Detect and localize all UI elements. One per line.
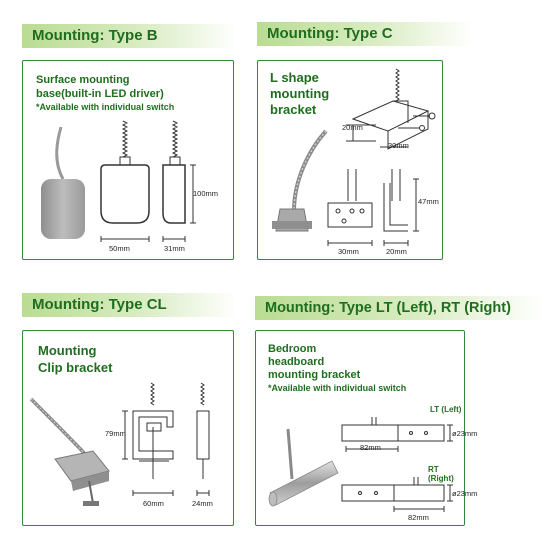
type-c-dim-47: 47mm	[418, 197, 439, 206]
type-rt-dim-length: 82mm	[408, 513, 429, 522]
type-c-header: Mounting: Type C	[257, 22, 472, 46]
type-cl-drawing	[122, 382, 210, 496]
type-cl-dim-depth: 24mm	[192, 499, 213, 508]
type-b-header: Mounting: Type B	[22, 24, 237, 48]
type-b-panel: Surface mounting base(built-in LED drive…	[22, 60, 234, 260]
type-c-title-line1: L shape	[270, 70, 319, 85]
type-cl-dim-width: 60mm	[143, 499, 164, 508]
type-b-dim-depth: 31mm	[164, 244, 185, 253]
type-cl-title-line1: Mounting	[38, 343, 97, 358]
type-b-dim-height: 100mm	[193, 189, 219, 198]
type-lt-dim-length: 82mm	[360, 443, 381, 452]
type-b-title-line1: Surface mounting	[36, 74, 130, 86]
type-c-title-line2: mounting	[270, 86, 330, 101]
type-cl-product-image	[29, 397, 110, 506]
type-b-title-line2: base(built-in LED driver)	[36, 88, 164, 100]
type-lt-rt-header: Mounting: Type LT (Left), RT (Right)	[255, 296, 545, 320]
type-lt-title-line3: mounting bracket	[268, 369, 361, 381]
type-cl-dim-height: 79mm	[105, 429, 126, 438]
type-lt-left-label: LT (Left)	[430, 405, 462, 414]
type-rt-right-label: RT (Right)	[428, 465, 454, 483]
type-lt-title-line2: headboard	[268, 356, 325, 368]
type-b-product-image	[41, 126, 85, 239]
type-cl-panel: Mounting Clip bracket	[22, 330, 234, 526]
type-cl-header: Mounting: Type CL	[22, 293, 237, 317]
type-c-dim-30b: 30mm	[338, 247, 359, 256]
type-c-dim-20b: 20mm	[386, 247, 407, 256]
type-cl-title-line2: Clip bracket	[38, 360, 113, 375]
type-lt-title-line1: Bedroom	[268, 343, 317, 355]
type-c-drawing	[272, 68, 436, 246]
type-c-dim-30a: 30mm	[388, 141, 409, 150]
type-rt-dim-diameter: ø23mm	[452, 489, 478, 498]
type-b-note: *Available with individual switch	[36, 102, 175, 112]
type-c-panel: L shape mounting bracket	[257, 60, 443, 260]
type-c-dim-20a: 20mm	[342, 123, 363, 132]
type-b-drawing	[100, 120, 196, 242]
type-lt-rt-panel: Bedroom headboard mounting bracket *Avai…	[255, 330, 477, 526]
type-lt-product-image	[268, 428, 339, 507]
type-lt-rt-drawing	[341, 417, 453, 512]
type-lt-note: *Available with individual switch	[268, 383, 407, 393]
type-c-title-line3: bracket	[270, 102, 317, 117]
type-b-dim-width: 50mm	[109, 244, 130, 253]
type-lt-dim-diameter: ø23mm	[452, 429, 478, 438]
